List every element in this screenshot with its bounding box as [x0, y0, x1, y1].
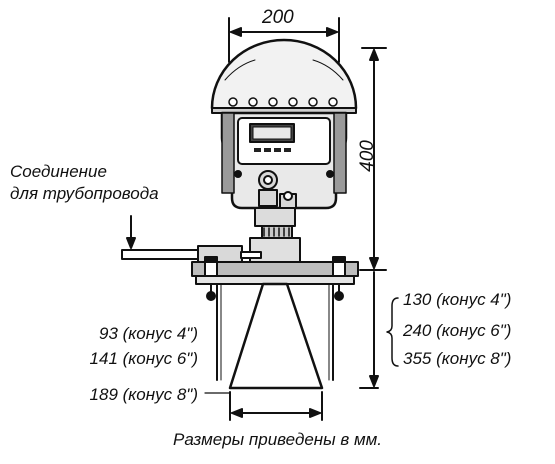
width-dimension: [228, 17, 340, 63]
right-label-cone4: 130 (конус 4"): [403, 290, 512, 309]
horn-antenna: [228, 282, 324, 390]
pipe-connection: [121, 215, 262, 263]
connection-label-line1: Соединение: [10, 162, 107, 181]
dome-bolts: [228, 97, 338, 107]
connection-label-line2: для трубопровода: [10, 184, 159, 203]
height-dimension-label: 400: [357, 140, 378, 172]
housing-dome: [210, 38, 358, 114]
housing-body: [220, 111, 348, 210]
caption: Размеры приведены в мм.: [172, 430, 383, 449]
left-label-cone4: 93 (конус 4"): [98, 324, 198, 343]
right-label-cone8: 355 (конус 8"): [403, 349, 512, 368]
nozzle: [216, 283, 334, 381]
height-dimension: [359, 47, 387, 271]
horn-diameter-dimension: [204, 391, 323, 421]
horn-length-dimension: [359, 271, 379, 389]
cable-glands: [258, 170, 297, 209]
width-dimension-label: 200: [262, 7, 294, 28]
left-label-cone8: 189 (конус 8"): [89, 385, 198, 404]
left-label-cone6: 141 (конус 6"): [89, 349, 198, 368]
display-buttons: [254, 148, 291, 152]
right-label-cone6: 240 (конус 6"): [403, 321, 512, 340]
right-brace: [386, 297, 399, 367]
